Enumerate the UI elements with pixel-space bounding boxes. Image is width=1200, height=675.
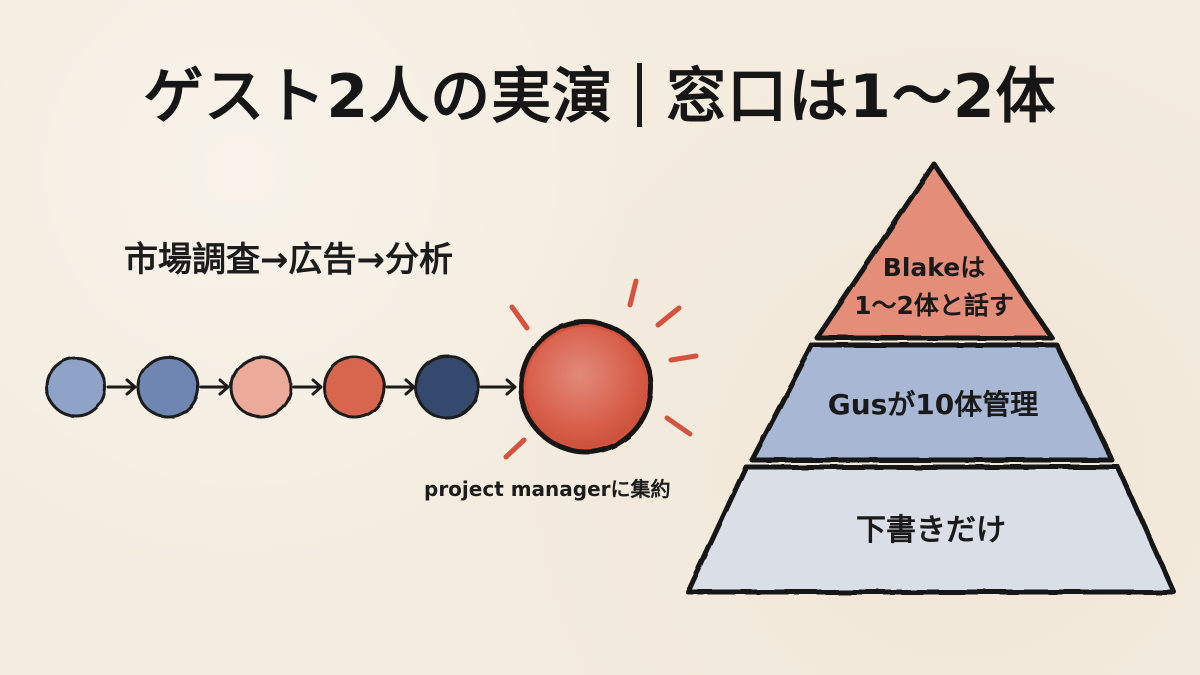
page-title: ゲスト2人の実演窓口は1〜2体 <box>0 52 1200 142</box>
flow-arrow-5 <box>479 378 517 396</box>
flow-arrows <box>106 378 517 396</box>
pm-node-wash <box>526 327 646 447</box>
tier-top-label-line2: 1〜2体と話す <box>854 291 1014 320</box>
flow-caption: 市場調査→広告→分析 <box>124 240 453 280</box>
flow-arrow-3 <box>292 378 323 396</box>
burst-line-2 <box>627 278 639 308</box>
pm-label: project managerに集約 <box>424 477 671 501</box>
flow-arrow-4 <box>385 378 416 396</box>
tier-middle-label: Gusが10体管理 <box>828 388 1039 421</box>
burst-line-1 <box>509 304 530 331</box>
tier-bottom-label: 下書きだけ <box>856 513 1006 548</box>
flow-node-3 <box>229 355 293 419</box>
burst-line-6 <box>503 437 527 460</box>
flow-node-2 <box>136 355 200 419</box>
flow-node-4 <box>322 355 386 419</box>
pm-burst-lines <box>503 278 699 460</box>
pyramid-tier-middle <box>749 342 1115 463</box>
burst-line-3 <box>655 305 682 328</box>
title-divider <box>637 63 643 127</box>
title-left: ゲスト2人の実演 <box>143 62 614 132</box>
pyramid: Blakeは 1〜2体と話す Gusが10体管理 下書きだけ <box>685 161 1177 595</box>
tier-top-label-line1: Blakeは <box>883 253 985 282</box>
burst-line-4 <box>668 353 699 363</box>
flow-row <box>45 278 699 460</box>
flow-node-1 <box>45 356 107 418</box>
flow-arrow-2 <box>199 378 230 396</box>
pyramid-tier-bottom <box>685 464 1177 595</box>
flow-arrow-1 <box>106 378 137 396</box>
flow-node-5 <box>414 354 480 420</box>
pyramid-tier-top <box>814 161 1055 341</box>
burst-line-5 <box>664 415 693 437</box>
title-right: 窓口は1〜2体 <box>666 62 1057 132</box>
